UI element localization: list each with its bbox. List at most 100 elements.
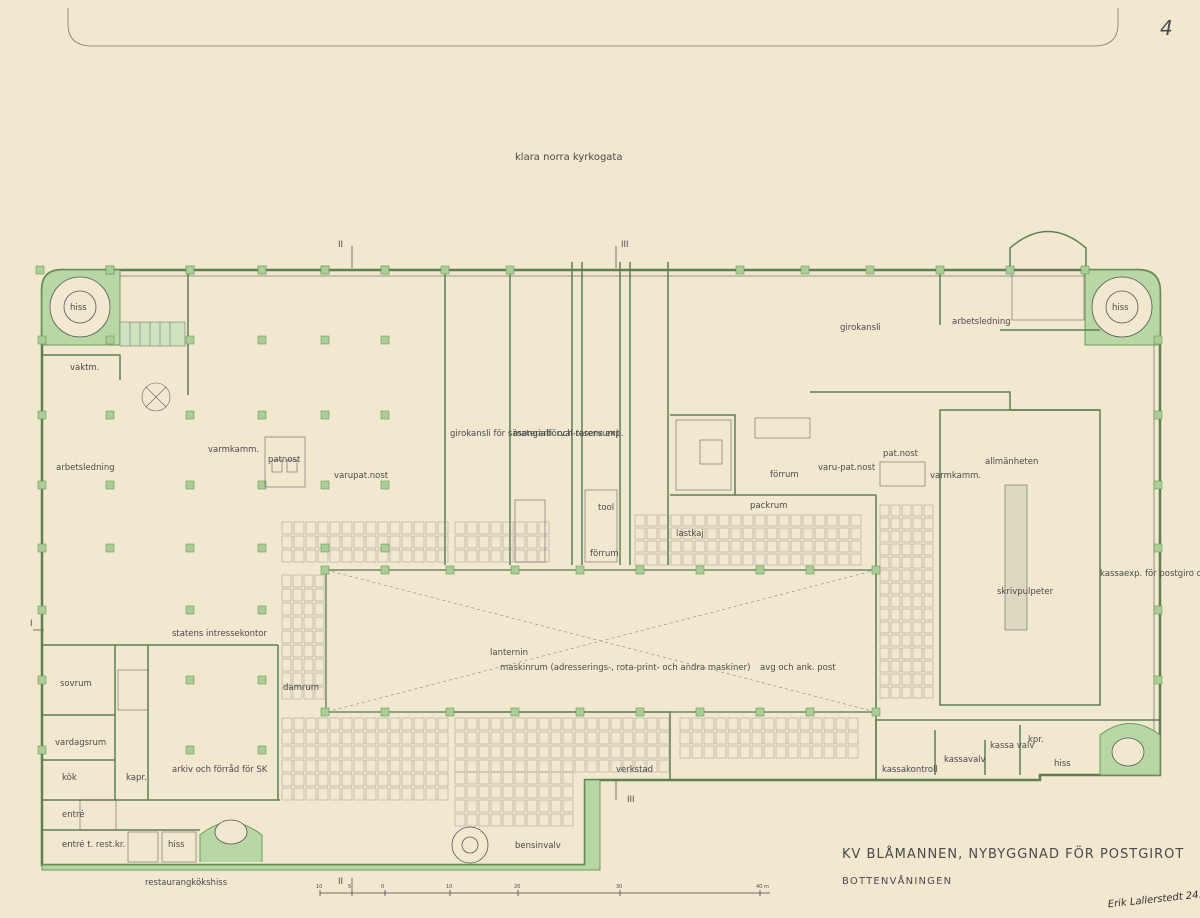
- desk: [502, 799, 514, 813]
- desk: [778, 553, 790, 566]
- desk: [281, 658, 292, 672]
- structural-column: [320, 410, 330, 420]
- desk: [879, 634, 890, 647]
- desk: [912, 608, 923, 621]
- desk: [802, 553, 814, 566]
- desk: [754, 527, 766, 540]
- structural-column: [510, 707, 520, 717]
- room-hiss-br: hiss: [1054, 759, 1071, 769]
- structural-column: [1153, 410, 1163, 420]
- desk: [341, 549, 353, 563]
- desk: [706, 527, 718, 540]
- desk: [437, 549, 449, 563]
- desk: [514, 785, 526, 799]
- desk: [281, 773, 293, 787]
- desk: [292, 658, 303, 672]
- structural-column: [320, 335, 330, 345]
- desk: [912, 530, 923, 543]
- structural-column: [935, 265, 945, 275]
- desk: [454, 549, 466, 563]
- desk: [365, 549, 377, 563]
- structural-column: [445, 565, 455, 575]
- desk: [353, 521, 365, 535]
- desk: [341, 773, 353, 787]
- lanternin: [325, 569, 877, 713]
- structural-column: [37, 605, 47, 615]
- desk: [281, 549, 293, 563]
- desk: [766, 540, 778, 553]
- structural-column: [865, 265, 875, 275]
- desk: [634, 553, 646, 566]
- desk: [923, 582, 934, 595]
- desk: [727, 731, 739, 745]
- desk: [799, 745, 811, 759]
- desk: [303, 672, 314, 686]
- structural-column: [635, 707, 645, 717]
- desk: [879, 556, 890, 569]
- desk: [437, 521, 449, 535]
- desk: [538, 535, 550, 549]
- desk: [490, 731, 502, 745]
- room-varupatnost-left: varupat.nost: [334, 471, 389, 481]
- desk: [281, 787, 293, 801]
- desk: [879, 686, 890, 699]
- structural-column: [800, 265, 810, 275]
- desk: [670, 514, 682, 527]
- desk: [901, 556, 912, 569]
- room-patnost-left: patnost: [268, 455, 301, 465]
- desk: [879, 660, 890, 673]
- desk: [401, 521, 413, 535]
- desk: [437, 717, 449, 731]
- desk: [478, 717, 490, 731]
- desk: [646, 759, 658, 773]
- desk: [739, 731, 751, 745]
- desk: [879, 647, 890, 660]
- desk: [727, 745, 739, 759]
- structural-column: [635, 565, 645, 575]
- desk: [718, 540, 730, 553]
- desk: [754, 540, 766, 553]
- desk: [901, 647, 912, 660]
- desk: [514, 759, 526, 773]
- desk: [610, 759, 622, 773]
- structural-column: [755, 565, 765, 575]
- desk: [341, 787, 353, 801]
- desk: [838, 540, 850, 553]
- desk: [679, 717, 691, 731]
- desk: [923, 595, 934, 608]
- desk: [538, 717, 550, 731]
- structural-column: [805, 565, 815, 575]
- desk: [890, 582, 901, 595]
- desk: [923, 569, 934, 582]
- desk: [730, 527, 742, 540]
- desk: [610, 717, 622, 731]
- structural-column: [257, 480, 267, 490]
- desk: [425, 731, 437, 745]
- desk: [389, 521, 401, 535]
- room-varmkamm-right: varmkamm.: [930, 471, 981, 481]
- desk: [912, 686, 923, 699]
- desk: [646, 514, 658, 527]
- structural-column: [185, 745, 195, 755]
- desk: [454, 771, 466, 785]
- desk: [466, 771, 478, 785]
- desk: [490, 785, 502, 799]
- desk: [562, 759, 574, 773]
- desk: [634, 759, 646, 773]
- desk: [490, 771, 502, 785]
- desk: [751, 731, 763, 745]
- desk: [389, 535, 401, 549]
- structural-column: [1153, 480, 1163, 490]
- desk: [401, 787, 413, 801]
- desk: [598, 731, 610, 745]
- desk: [562, 799, 574, 813]
- desk: [890, 556, 901, 569]
- structural-column: [695, 707, 705, 717]
- desk: [425, 717, 437, 731]
- desk: [838, 514, 850, 527]
- structural-column: [871, 707, 881, 717]
- desk: [314, 574, 325, 588]
- structural-column: [445, 707, 455, 717]
- desk: [303, 644, 314, 658]
- desk: [305, 745, 317, 759]
